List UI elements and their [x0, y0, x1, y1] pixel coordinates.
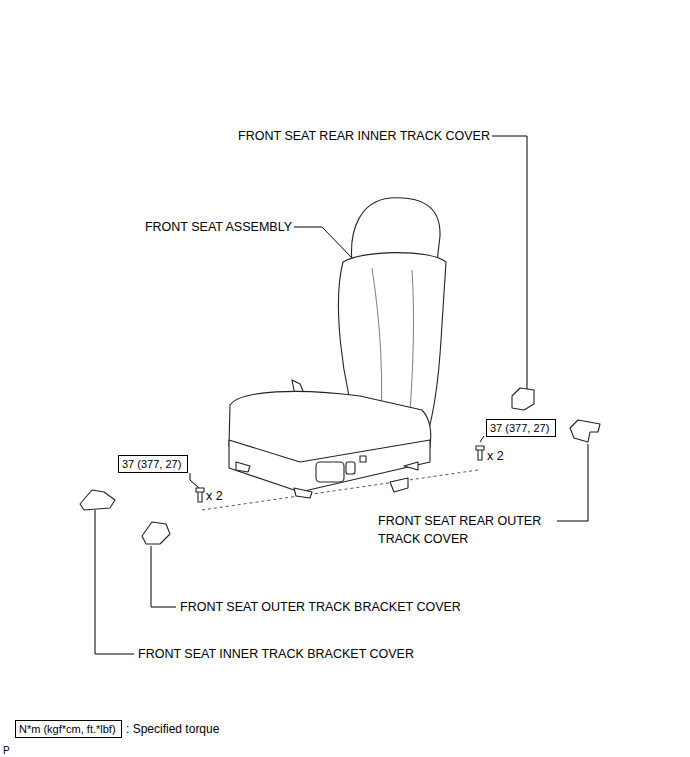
leader-line [95, 510, 134, 654]
page-mark: P [3, 742, 10, 757]
power-switch [316, 462, 344, 482]
leader-line [492, 136, 527, 390]
seat-rail [236, 462, 250, 472]
bracket-cover [142, 522, 170, 544]
seat-rail [390, 478, 408, 492]
legend-text: : Specified torque [126, 722, 219, 736]
torque-box: 37 (377, 27) [118, 455, 188, 473]
seat-rail [404, 462, 418, 470]
legend-box: N*m (kgf*cm, ft.*lbf): Specified torque [15, 720, 122, 738]
quantity: x 2 [206, 487, 223, 505]
part-name: FRONT SEAT REAR OUTER TRACK COVER [378, 512, 556, 548]
leader-line [480, 436, 484, 442]
torque-value: 37 (377, 27) [490, 422, 549, 434]
power-switch [360, 456, 366, 462]
part-name: FRONT SEAT ASSEMBLY [145, 218, 292, 236]
seat-rail [294, 488, 312, 498]
track-cover [570, 420, 600, 442]
quantity: x 2 [487, 447, 504, 465]
part-name: FRONT SEAT OUTER TRACK BRACKET COVER [180, 598, 461, 616]
track-cover [512, 388, 534, 410]
bolt [476, 446, 484, 460]
bolt [196, 488, 204, 502]
power-switch [346, 462, 355, 474]
leader-line [190, 473, 199, 488]
torque-value: 37 (377, 27) [122, 458, 181, 470]
torque-box: 37 (377, 27) [486, 419, 556, 437]
seat-side [229, 440, 430, 492]
leader-line [151, 546, 176, 607]
unit-text: N*m (kgf*cm, ft.*lbf) [19, 723, 116, 735]
part-name: FRONT SEAT INNER TRACK BRACKET COVER [138, 645, 414, 663]
leader-line [294, 227, 352, 258]
leader-line [557, 444, 588, 521]
part-name: FRONT SEAT REAR INNER TRACK COVER [238, 127, 490, 145]
bracket-cover [80, 490, 115, 510]
